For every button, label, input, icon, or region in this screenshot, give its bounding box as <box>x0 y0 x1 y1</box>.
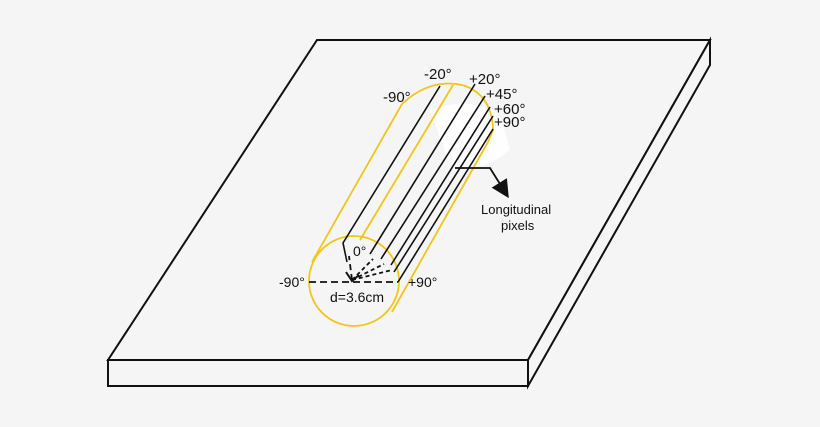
pixel-line-minus90 <box>342 85 441 263</box>
slab-front-face <box>107 359 529 387</box>
cylinder-top-arc <box>401 82 494 143</box>
label-diameter: d=3.6cm <box>330 289 384 305</box>
label-cross-zero: 0° <box>353 243 366 259</box>
label-cross-minus90: -90° <box>279 274 305 290</box>
radial-20 <box>351 258 374 281</box>
annotation-longitudinal: Longitudinal <box>481 202 551 217</box>
label-top-plus45: +45° <box>486 86 517 103</box>
cross-section-radials <box>309 255 398 283</box>
cylinder-inner-line <box>359 84 454 241</box>
slab <box>106 36 712 390</box>
slab-side-face <box>527 36 711 390</box>
label-top-plus20: +20° <box>469 71 500 88</box>
pixel-line-plus60 <box>393 115 494 273</box>
pixel-line-minus20 <box>369 83 476 255</box>
label-cross-plus90: +90° <box>408 274 437 290</box>
radial-45 <box>351 263 385 281</box>
label-top-plus60: +60° <box>494 101 525 118</box>
label-top-plus90: +90° <box>494 114 525 131</box>
pixel-line-plus90 <box>397 128 494 283</box>
label-top-minus90: -90° <box>383 89 411 106</box>
cylinder-left-edge <box>311 103 403 263</box>
label-top-minus20: -20° <box>424 66 452 83</box>
center-arrowhead <box>345 271 360 283</box>
longitudinal-pixel-lines <box>342 83 494 283</box>
cylinder-right-edge <box>391 141 489 313</box>
pixel-line-plus45 <box>390 106 491 266</box>
cylinder <box>308 82 494 327</box>
annotation-pixels: pixels <box>501 218 535 233</box>
radial-0 <box>348 255 353 281</box>
longitudinal-pixels-pointer <box>455 167 509 199</box>
pixel-line-plus20 <box>380 95 486 260</box>
